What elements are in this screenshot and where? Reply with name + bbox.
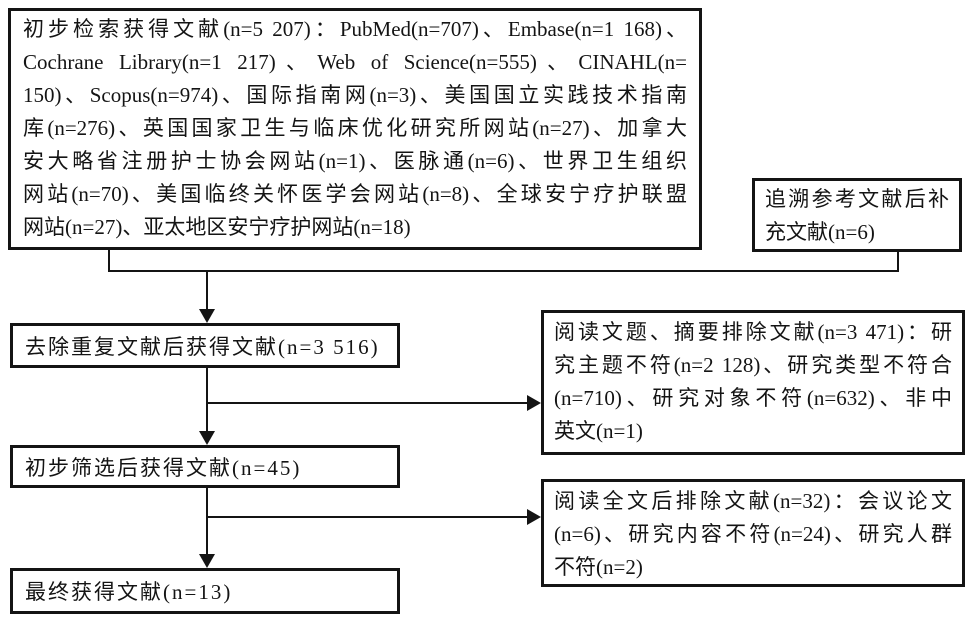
initial-search-line: 安大略省注册护士协会网站(n=1)、医脉通(n=6)、世界卫生组织	[23, 149, 687, 173]
connector-line	[206, 488, 208, 555]
initial-search-line: 网站(n=27)、亚太地区安宁疗护网站(n=18)	[23, 215, 411, 239]
arrow-down-icon	[199, 554, 215, 568]
after-dedup-label: 去除重复文献后获得文献(n=3 516)	[25, 334, 380, 359]
connector-line	[108, 270, 899, 272]
box-reference-supplement: 追溯参考文献后补 充文献(n=6)	[752, 178, 962, 252]
box-after-dedup: 去除重复文献后获得文献(n=3 516)	[10, 323, 400, 368]
title-abstract-exclusion-line: 究主题不符(n=2 128)、研究类型不符合	[554, 353, 952, 377]
connector-line	[897, 250, 899, 272]
fulltext-exclusion-line: (n=6)、研究内容不符(n=24)、研究人群	[554, 522, 952, 546]
preliminary-screen-label: 初步筛选后获得文献(n=45)	[25, 455, 302, 480]
box-fulltext-exclusion: 阅读全文后排除文献(n=32)：会议论文 (n=6)、研究内容不符(n=24)、…	[541, 479, 965, 587]
box-title-abstract-exclusion: 阅读文题、摘要排除文献(n=3 471)：研 究主题不符(n=2 128)、研究…	[541, 310, 965, 455]
initial-search-line: 初步检索获得文献(n=5 207)：PubMed(n=707)、Embase(n…	[23, 17, 687, 41]
fulltext-exclusion-line: 阅读全文后排除文献(n=32)：会议论文	[554, 489, 952, 513]
initial-search-line: Cochrane Library(n=1 217)、Web of Science…	[23, 50, 687, 74]
connector-line	[206, 402, 528, 404]
initial-search-line: 150)、Scopus(n=974)、国际指南网(n=3)、美国国立实践技术指南	[23, 83, 687, 107]
box-preliminary-screen: 初步筛选后获得文献(n=45)	[10, 445, 400, 488]
connector-line	[206, 270, 208, 312]
arrow-right-icon	[527, 395, 541, 411]
title-abstract-exclusion-line: 阅读文题、摘要排除文献(n=3 471)：研	[554, 320, 952, 344]
title-abstract-exclusion-line: 英文(n=1)	[554, 419, 643, 443]
connector-line	[108, 248, 110, 272]
arrow-down-icon	[199, 309, 215, 323]
arrow-down-icon	[199, 431, 215, 445]
supplement-line: 充文献(n=6)	[765, 220, 875, 244]
supplement-line: 追溯参考文献后补	[765, 187, 949, 211]
initial-search-line: 库(n=276)、英国国家卫生与临床优化研究所网站(n=27)、加拿大	[23, 116, 687, 140]
arrow-right-icon	[527, 509, 541, 525]
title-abstract-exclusion-line: (n=710)、研究对象不符(n=632)、非中	[554, 386, 952, 410]
fulltext-exclusion-line: 不符(n=2)	[554, 555, 643, 579]
box-initial-search: 初步检索获得文献(n=5 207)：PubMed(n=707)、Embase(n…	[8, 8, 702, 250]
final-included-label: 最终获得文献(n=13)	[25, 580, 233, 604]
connector-line	[206, 516, 528, 518]
connector-line	[206, 368, 208, 432]
initial-search-line: 网站(n=70)、美国临终关怀医学会网站(n=8)、全球安宁疗护联盟	[23, 182, 687, 206]
box-final-included: 最终获得文献(n=13)	[10, 568, 400, 614]
